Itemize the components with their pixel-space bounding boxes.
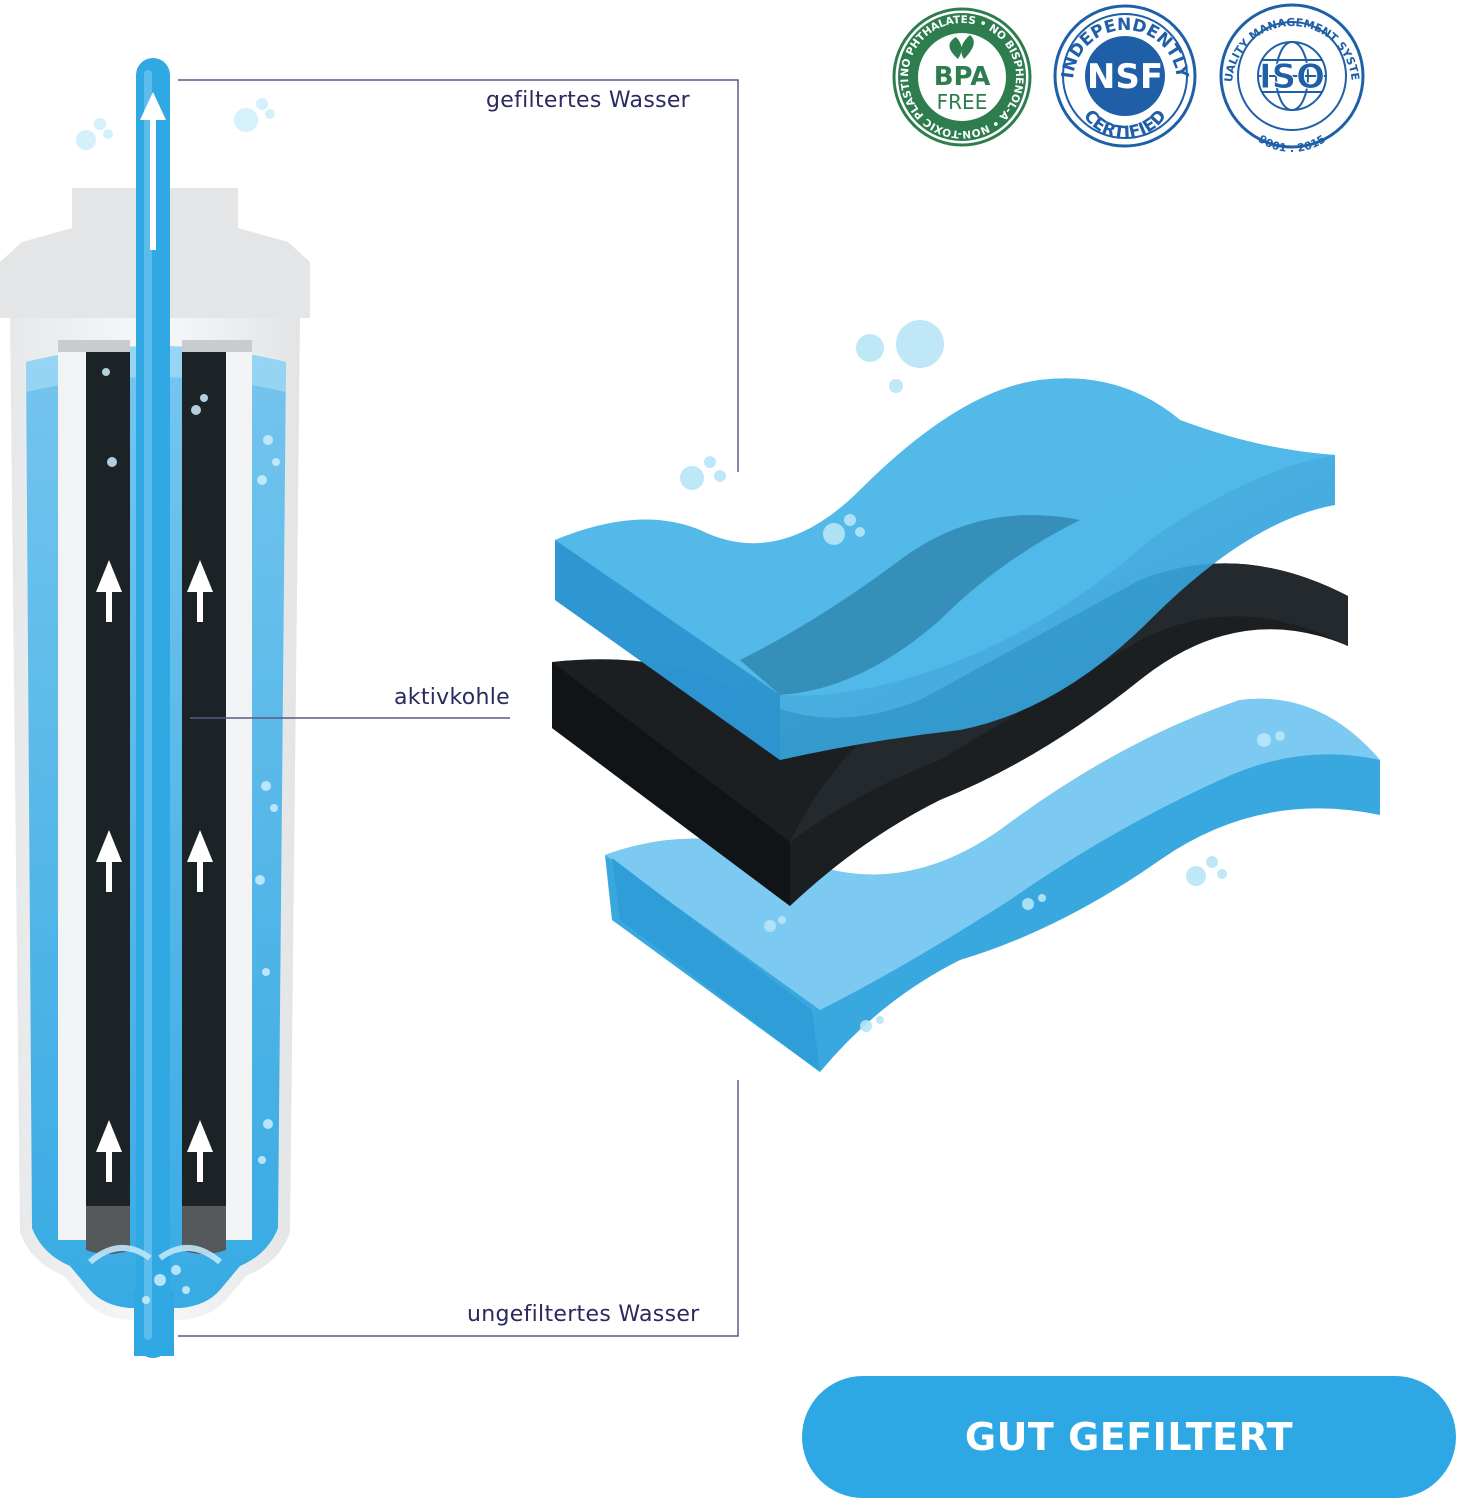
carbon-block-base-right: [182, 1206, 226, 1254]
layer-top-water: [555, 378, 1335, 760]
central-tube-highlight: [144, 70, 152, 1340]
iso-center: ISO: [1259, 57, 1325, 97]
outlet-arrow-icon: [140, 92, 166, 250]
callout-line-bottom: [178, 1080, 739, 1337]
carbon-block-left: [86, 350, 130, 1230]
bubbles-icon: [680, 320, 1285, 1032]
carbon-cap-right: [182, 340, 252, 352]
carbon-cap-left: [58, 340, 130, 352]
bubbles-icon: [76, 98, 280, 1304]
carbon-block-right: [182, 350, 226, 1230]
upward-flow-arrow-icon: [96, 560, 122, 622]
upward-flow-arrows: [96, 560, 213, 1182]
upward-flow-arrow-icon: [96, 1120, 122, 1182]
core-wall-right: [222, 340, 252, 1240]
filter-cartridge: [0, 58, 310, 1358]
upward-flow-arrow-icon: [187, 830, 213, 892]
upward-flow-arrow-icon: [187, 1120, 213, 1182]
upward-flow-arrow-icon: [187, 560, 213, 622]
leaf-icon: [949, 35, 974, 59]
label-activated-carbon: aktivkohle: [394, 685, 510, 710]
gut-gefiltert-button[interactable]: GUT GEFILTERT: [802, 1376, 1456, 1498]
nsf-badge: INDEPENDENTLY CERTIFIED NSF: [1053, 4, 1197, 148]
inflow-swirl: [88, 1244, 222, 1265]
bpa-free-badge: NO PHTHALATES • NO BISPHENOL-A • NON-TOX…: [892, 7, 1032, 147]
label-filtered-water: gefiltertes Wasser: [486, 88, 691, 113]
callout-line-top: [178, 79, 739, 472]
globe-icon: [1257, 41, 1327, 111]
central-tube: [136, 58, 170, 1358]
label-unfiltered-water: ungefiltertes Wasser: [467, 1302, 700, 1327]
carbon-block-base-left: [86, 1206, 130, 1254]
bpa-line1: BPA: [934, 62, 991, 92]
filter-layers: [552, 320, 1380, 1072]
callout-lines: [178, 79, 739, 1337]
bpa-line2: FREE: [937, 90, 988, 114]
core-wall-left: [58, 340, 88, 1240]
nsf-center: NSF: [1087, 57, 1163, 97]
iso-badge: QUALITY MANAGEMENT SYSTEM 9001 : 2015 IS…: [1219, 3, 1365, 155]
layer-bottom-water: [605, 698, 1380, 1072]
upward-flow-arrow-icon: [96, 830, 122, 892]
